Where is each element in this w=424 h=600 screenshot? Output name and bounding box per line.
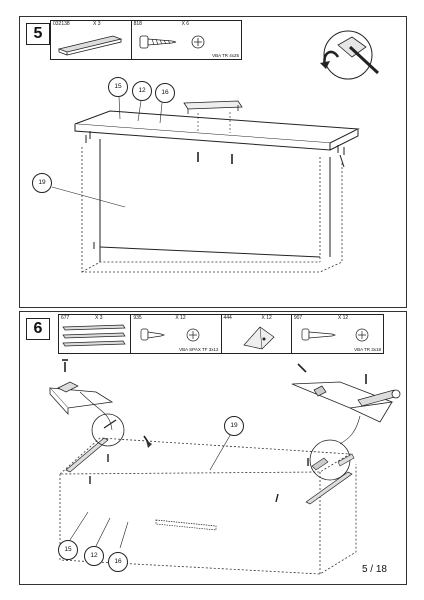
handle-part (183, 100, 243, 133)
part-qty: X 3 (95, 315, 103, 321)
part-qty: X 12 (261, 315, 272, 321)
screw-icon (140, 328, 200, 342)
part-screw-3x18: 907 X 12 VBA TR 3x18 (292, 315, 383, 353)
left-runner (65, 413, 152, 473)
step-5-parts-list: 032138 X 3 818 X 6 VBA TR 4x25 (50, 20, 242, 60)
detail-left-corner (49, 359, 114, 431)
cabinet-inner-edges (99, 139, 345, 262)
drawer-runner-icon (62, 324, 126, 347)
callout-16: 16 (108, 552, 128, 572)
part-code: 677 (61, 315, 70, 321)
callout-leaders (51, 96, 163, 208)
callout-19: 19 (224, 416, 244, 436)
angle-bracket-icon (242, 326, 275, 350)
right-runner (305, 439, 355, 505)
step-number-5: 5 (26, 23, 50, 45)
screw-icon (301, 328, 369, 342)
part-name: VBA TR 4x25 (212, 53, 239, 58)
part-handle: 032138 X 3 (51, 21, 132, 59)
callout-12: 12 (132, 81, 152, 101)
part-qty: X 12 (337, 315, 349, 321)
page-number: 5 / 18 (361, 564, 387, 575)
handle-icon (57, 35, 123, 56)
step-6-drawing (49, 359, 401, 575)
part-code: 032138 (53, 21, 70, 27)
front-handle (155, 519, 217, 531)
part-qty: X 6 (181, 21, 190, 27)
detail-right-corner (291, 363, 401, 445)
part-qty: X 12 (175, 315, 186, 321)
part-bracket: 444 X 12 (222, 315, 292, 353)
part-code: 907 (293, 315, 303, 321)
screw-icon (139, 35, 204, 49)
part-screw-spax: 935 X 12 VBA SPAX TF 3x12 (131, 315, 222, 353)
part-code: 444 (223, 315, 232, 321)
callout-15: 15 (58, 540, 78, 560)
part-qty: X 3 (93, 21, 101, 27)
callout-12: 12 (84, 546, 104, 566)
part-code: 818 (133, 21, 142, 27)
top-panel (74, 110, 360, 151)
callout-leaders (69, 431, 233, 549)
step-5-panel: 5 032138 X 3 818 X 6 VBA TR 4x25 (19, 16, 407, 308)
rotation-detail-icon (320, 30, 380, 80)
step-6-parts-list: 677 X 3 935 X 12 VBA SPAX TF 3x12 444 X … (58, 314, 384, 354)
drawer-body (58, 437, 357, 575)
screws (197, 152, 233, 164)
callout-15: 15 (108, 77, 128, 97)
step-number-6: 6 (26, 318, 50, 340)
part-name: VBA SPAX TF 3x12 (179, 347, 219, 352)
callout-19: 19 (32, 173, 52, 193)
callout-16: 16 (155, 83, 175, 103)
part-screw-4x25: 818 X 6 VBA TR 4x25 (132, 21, 241, 59)
dowels (85, 131, 345, 249)
part-runners: 677 X 3 (59, 315, 132, 353)
part-code: 935 (133, 315, 142, 321)
cabinet-body (81, 147, 343, 273)
screws (89, 454, 309, 503)
step-5-drawing (51, 30, 380, 273)
step-6-panel: 6 677 X 3 935 X 12 VBA SPAX TF 3x12 444 (19, 311, 407, 585)
part-name: VBA TR 3x18 (354, 347, 381, 352)
